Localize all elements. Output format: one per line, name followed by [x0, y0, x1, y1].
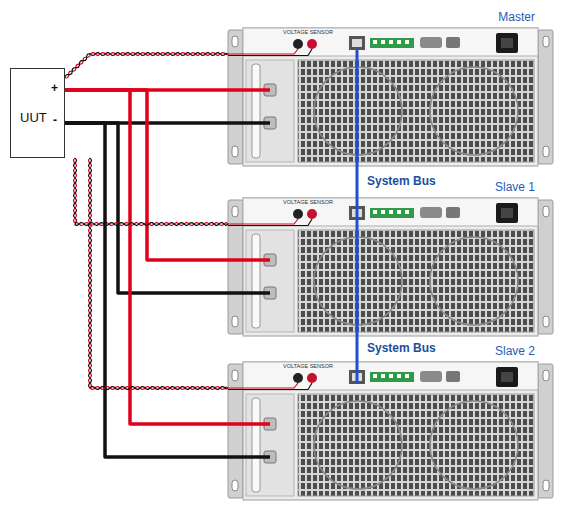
slave-chassis	[228, 198, 553, 336]
system-bus-cable	[356, 166, 359, 198]
system-bus-cable	[356, 336, 359, 362]
sense-wire-twin	[73, 158, 228, 226]
electronic-load-unit: MasterVOLTAGE SENSOR	[228, 28, 553, 166]
sense-wire	[88, 158, 228, 390]
positive-power-cable	[65, 90, 228, 424]
edge-label: System Bus	[367, 175, 436, 189]
terminal-sign: +	[51, 82, 58, 96]
master-chassis	[228, 28, 553, 166]
sense-wire	[73, 158, 228, 226]
panel-marking: VOLTAGE SENSOR	[283, 363, 333, 369]
bus-cable	[356, 198, 359, 336]
edge-label: System Bus	[367, 342, 436, 356]
panel-marking: VOLTAGE SENSOR	[283, 199, 333, 205]
sense-wire-twin	[65, 52, 228, 78]
terminal-sign: -	[53, 114, 57, 128]
bus-cable	[356, 362, 359, 384]
unit-heading: Slave 2	[495, 345, 535, 359]
unit-heading: Slave 1	[495, 181, 535, 195]
bus-cable	[356, 50, 359, 166]
unit-heading: Master	[498, 11, 535, 25]
electronic-load-unit: Slave 1VOLTAGE SENSOR	[228, 198, 553, 336]
electronic-load-unit: Slave 2VOLTAGE SENSOR	[228, 362, 553, 500]
device-name: UUT	[20, 111, 47, 126]
negative-power-cable	[65, 123, 228, 457]
sense-wire	[65, 53, 228, 78]
slave-chassis	[228, 362, 553, 500]
sense-wire-twin	[88, 158, 228, 390]
panel-marking: VOLTAGE SENSOR	[283, 29, 333, 35]
